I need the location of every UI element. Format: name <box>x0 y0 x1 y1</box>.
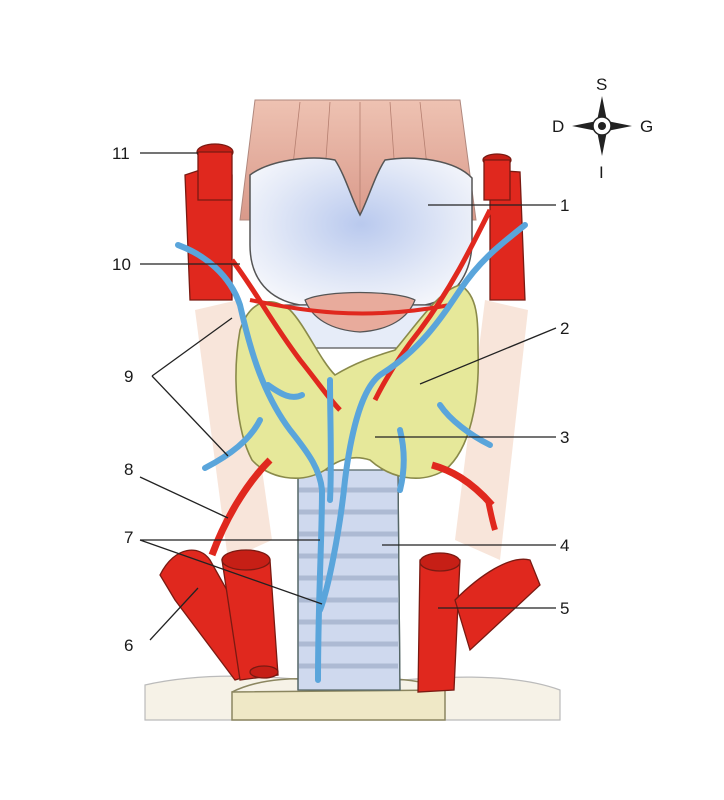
veins <box>175 222 528 683</box>
label-7: 7 <box>124 528 133 547</box>
label-10: 10 <box>112 255 131 274</box>
compass-bottom: I <box>599 163 604 182</box>
label-8: 8 <box>124 460 133 479</box>
number-labels: 11 10 9 8 7 6 1 2 3 4 5 <box>112 144 569 655</box>
soft-tissue-bands <box>195 300 528 560</box>
label-6: 6 <box>124 636 133 655</box>
label-11: 11 <box>112 144 130 163</box>
leader-lines <box>139 152 557 641</box>
label-9: 9 <box>124 367 133 386</box>
label-5: 5 <box>560 599 569 618</box>
label-4: 4 <box>560 536 569 555</box>
label-2: 2 <box>560 319 569 338</box>
label-3: 3 <box>560 428 569 447</box>
clavicle-base <box>144 675 561 721</box>
arteries <box>159 143 541 693</box>
compass-right: G <box>640 117 653 136</box>
compass-rose: S D G I <box>552 75 653 182</box>
label-1: 1 <box>560 196 569 215</box>
compass-top: S <box>596 75 607 94</box>
compass-left: D <box>552 117 564 136</box>
trachea <box>297 469 401 691</box>
